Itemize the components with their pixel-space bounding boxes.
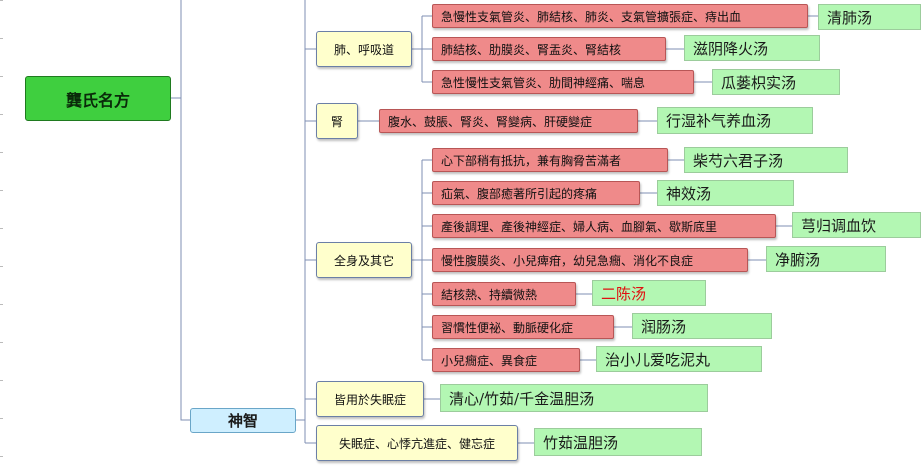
remedy-label-highlighted[interactable]: 二陈汤 [592, 280, 706, 306]
condition-item[interactable]: 習慣性便祕、動脈硬化症 [432, 315, 614, 339]
condition-item[interactable]: 疝氣、腹部癒著所引起的疼痛 [432, 181, 640, 205]
root-node[interactable]: 龔氏名方 [25, 76, 171, 121]
remedy-label[interactable]: 滋阴降火汤 [684, 35, 820, 61]
remedy-label[interactable]: 净腑汤 [766, 246, 886, 272]
category-lung[interactable]: 肺、呼吸道 [316, 31, 412, 67]
condition-item[interactable]: 肺結核、肋膜炎、腎盂炎、腎結核 [432, 37, 666, 61]
left-scroll-edge [0, 0, 3, 469]
main-spine [180, 0, 190, 421]
condition-item[interactable]: 產後調理、產後神經症、婦人病、血腳氣、歇斯底里 [432, 214, 776, 238]
remedy-label[interactable]: 治小儿爱吃泥丸 [596, 346, 762, 372]
condition-item[interactable]: 急性慢性支氣管炎、肋間神經痛、喘息 [432, 70, 694, 94]
category-sleep[interactable]: 皆用於失眠症 [316, 381, 424, 417]
remedy-label[interactable]: 润肠汤 [632, 313, 772, 339]
remedy-label[interactable]: 行湿补气养血汤 [657, 107, 813, 134]
remedy-label[interactable]: 竹茹温胆汤 [534, 428, 702, 456]
remedy-label[interactable]: 瓜蒌枳实汤 [712, 69, 840, 95]
remedy-label[interactable]: 神效汤 [657, 180, 794, 206]
remedy-label[interactable]: 芎归调血饮 [792, 212, 921, 238]
category-kidney[interactable]: 腎 [316, 103, 358, 139]
branch-node-shenzhi[interactable]: 神智 [190, 408, 296, 433]
condition-item[interactable]: 心下部稍有抵抗，兼有胸脅苦滿者 [432, 148, 668, 172]
remedy-label[interactable]: 柴芍六君子汤 [684, 147, 848, 173]
condition-item[interactable]: 腹水、鼓脹、腎炎、腎變病、肝硬變症 [379, 109, 638, 133]
category-body[interactable]: 全身及其它 [316, 242, 412, 278]
remedy-label[interactable]: 清心/竹茹/千金温胆汤 [440, 384, 708, 412]
category-insomnia[interactable]: 失眠症、心悸亢進症、健忘症 [316, 425, 518, 461]
condition-item[interactable]: 急慢性支氣管炎、肺結核、肺炎、支氣管擴張症、痔出血 [432, 4, 808, 28]
condition-item[interactable]: 慢性腹膜炎、小兒痺疳，幼兒急癇、消化不良症 [432, 248, 748, 272]
condition-item[interactable]: 結核熱、持續微熱 [432, 282, 576, 306]
remedy-label[interactable]: 清肺汤 [818, 4, 921, 30]
condition-item[interactable]: 小兒癇症、異食症 [432, 348, 580, 372]
